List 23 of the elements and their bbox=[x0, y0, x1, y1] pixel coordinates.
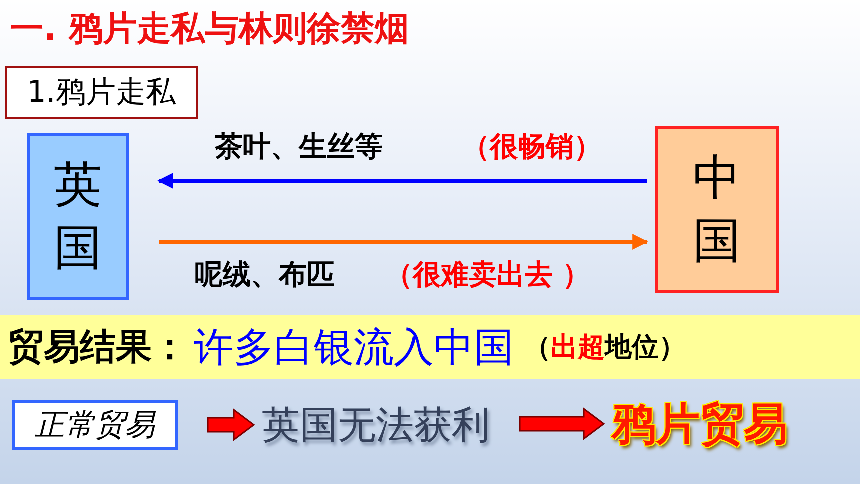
result-band bbox=[0, 315, 860, 379]
slide-title: 一. 鸦片走私与林则徐禁烟 bbox=[10, 8, 409, 51]
box-label: 正常贸易 bbox=[35, 406, 155, 444]
band-label: 贸易结果： bbox=[8, 326, 188, 370]
country-name: 英国 bbox=[54, 156, 102, 278]
block-arrow bbox=[519, 408, 606, 440]
section-heading-box bbox=[5, 66, 198, 119]
sales-note: （很难卖出去 ） bbox=[385, 257, 591, 293]
result-text: 鸦片贸易 bbox=[612, 398, 788, 452]
goods-label: 呢绒、布匹 bbox=[195, 257, 335, 293]
band-text: 许多白银流入中国 bbox=[194, 324, 514, 372]
process-box bbox=[12, 400, 178, 450]
arrow bbox=[159, 234, 649, 250]
sales-note: （很畅销） bbox=[462, 129, 602, 165]
country-name: 中国 bbox=[693, 149, 741, 270]
country-box bbox=[655, 126, 779, 293]
box-label: 1.鸦片走私 bbox=[27, 74, 176, 112]
band-note: （出超地位） bbox=[524, 331, 686, 365]
arrow bbox=[157, 173, 647, 189]
country-box bbox=[27, 133, 129, 300]
block-arrow bbox=[207, 408, 256, 442]
result-text: 英国无法获利 bbox=[262, 402, 490, 448]
goods-label: 茶叶、生丝等 bbox=[215, 129, 383, 165]
